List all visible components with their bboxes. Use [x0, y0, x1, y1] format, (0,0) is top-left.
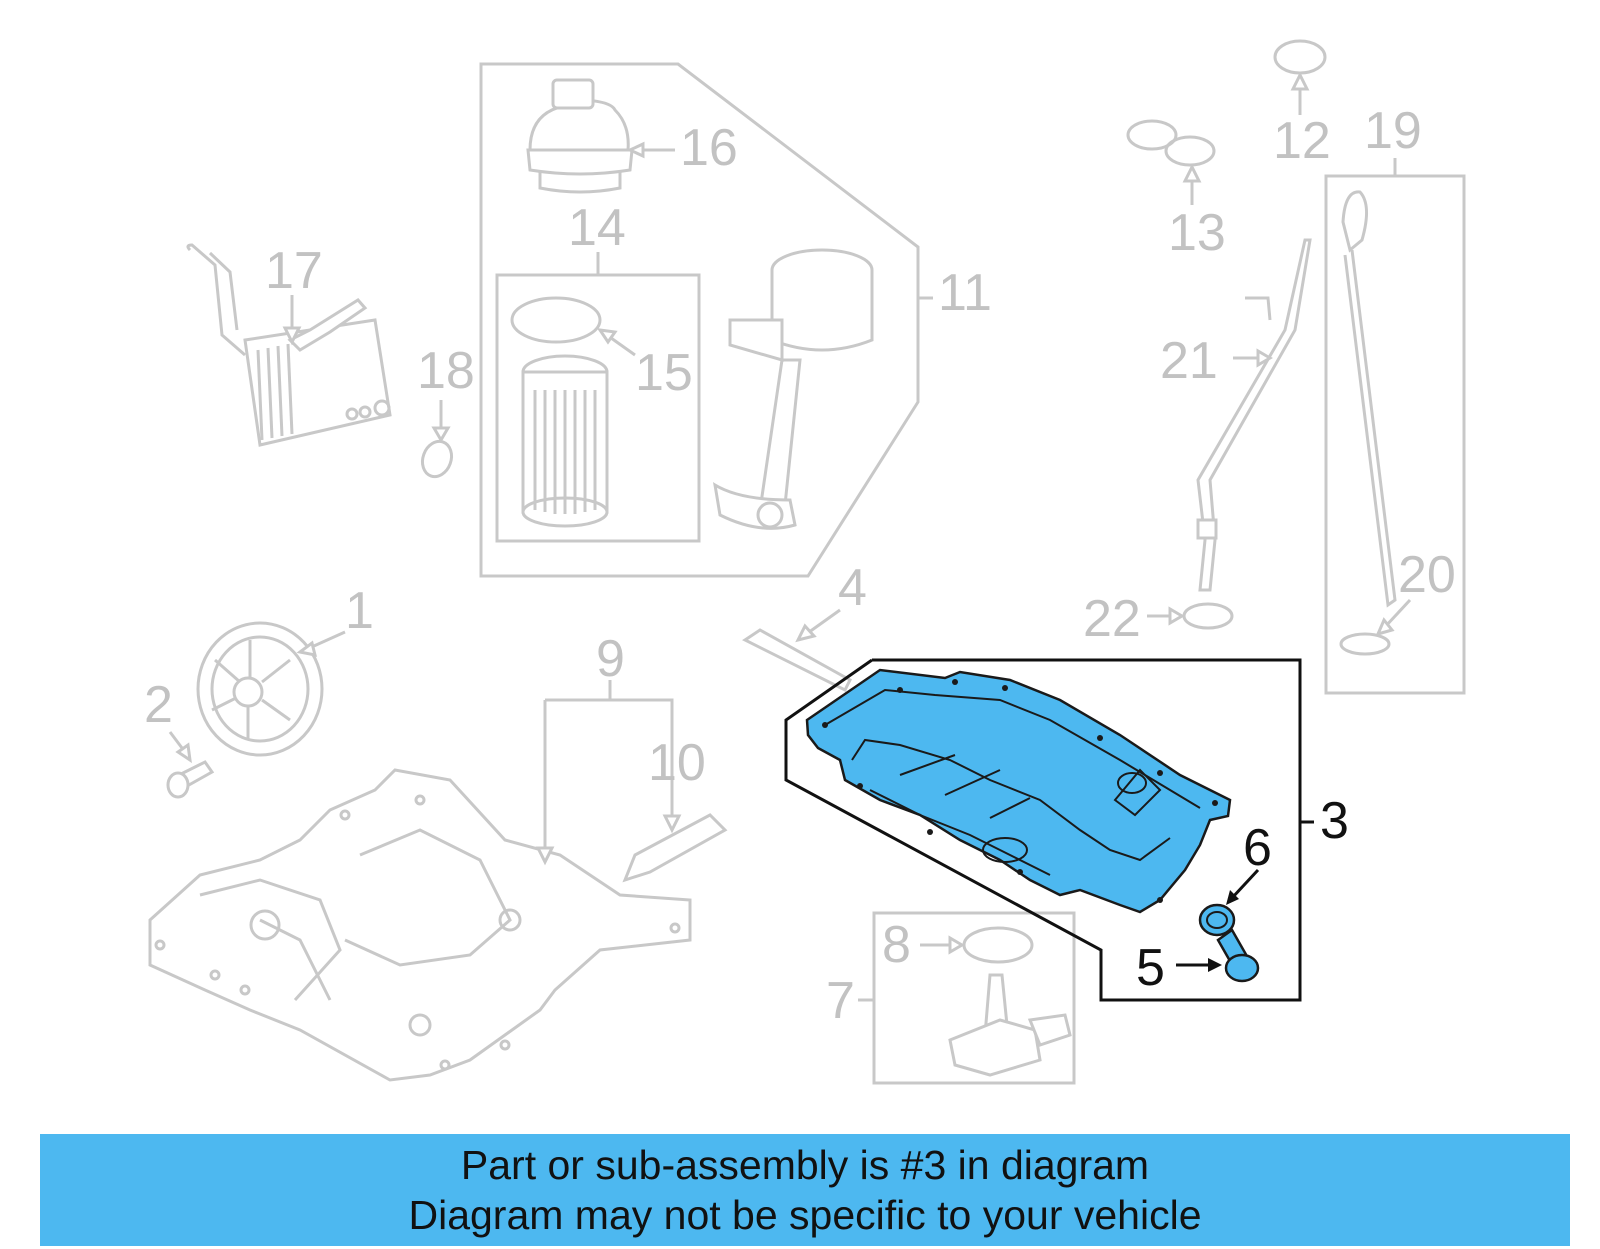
highlighted-oil-pan-group[interactable] — [784, 658, 1314, 1002]
callout-12: 12 — [1273, 112, 1331, 170]
drain-plug-washer[interactable] — [1198, 868, 1260, 937]
filter-element — [521, 354, 609, 528]
gasket-4 — [742, 608, 852, 693]
banner-line-1: Part or sub-assembly is #3 in diagram — [460, 1142, 1150, 1188]
callout-10: 10 — [648, 734, 706, 792]
callout-1: 1 — [345, 582, 374, 640]
callout-21: 21 — [1160, 332, 1218, 390]
info-banner: Part or sub-assembly is #3 in diagram Di… — [40, 1134, 1570, 1246]
sensor-o-ring — [962, 926, 1034, 964]
dipstick — [1324, 158, 1466, 695]
filter-housing-outline — [479, 62, 920, 578]
callout-14: 14 — [568, 199, 626, 257]
sensor-box — [872, 911, 1076, 1085]
oil-filter-cap — [526, 78, 675, 194]
upper-oil-pan — [148, 680, 692, 1082]
callout-8: 8 — [882, 916, 911, 974]
gasket-10 — [622, 790, 728, 883]
o-ring-18 — [420, 400, 454, 479]
pulley — [196, 621, 346, 757]
callout-16: 16 — [680, 119, 738, 177]
callout-22: 22 — [1083, 590, 1141, 648]
pulley-bolt — [166, 731, 215, 799]
seals-13 — [1126, 119, 1216, 205]
seal-22 — [1147, 602, 1234, 630]
drain-plug[interactable] — [1176, 928, 1260, 983]
callout-2: 2 — [144, 676, 173, 734]
callout-17: 17 — [265, 242, 323, 300]
callout-15: 15 — [635, 344, 693, 402]
dipstick-tube — [1196, 238, 1312, 592]
oil-cooler — [186, 243, 392, 447]
oil-pan[interactable] — [805, 668, 1232, 914]
callout-labels: 1 2 3 4 5 6 7 8 9 10 11 12 13 14 15 16 1… — [144, 102, 1456, 1030]
callout-3[interactable]: 3 — [1320, 792, 1349, 850]
filter-housing-group — [479, 62, 933, 578]
banner-line-2: Diagram may not be specific to your vehi… — [408, 1192, 1202, 1238]
callout-9: 9 — [596, 630, 625, 688]
callout-13: 13 — [1168, 204, 1226, 262]
callout-6[interactable]: 6 — [1243, 819, 1272, 877]
callout-5[interactable]: 5 — [1136, 939, 1165, 997]
callout-19: 19 — [1364, 102, 1422, 160]
callout-18: 18 — [417, 342, 475, 400]
oil-level-sensor-group — [858, 911, 1076, 1085]
seal-12 — [1273, 39, 1327, 115]
oil-pan-callout-box — [784, 658, 1302, 1002]
callout-4: 4 — [838, 559, 867, 617]
callout-11: 11 — [938, 264, 992, 322]
callout-7: 7 — [826, 972, 855, 1030]
filter-o-ring — [510, 296, 602, 344]
callout-20: 20 — [1398, 546, 1456, 604]
filter-housing — [712, 248, 933, 530]
